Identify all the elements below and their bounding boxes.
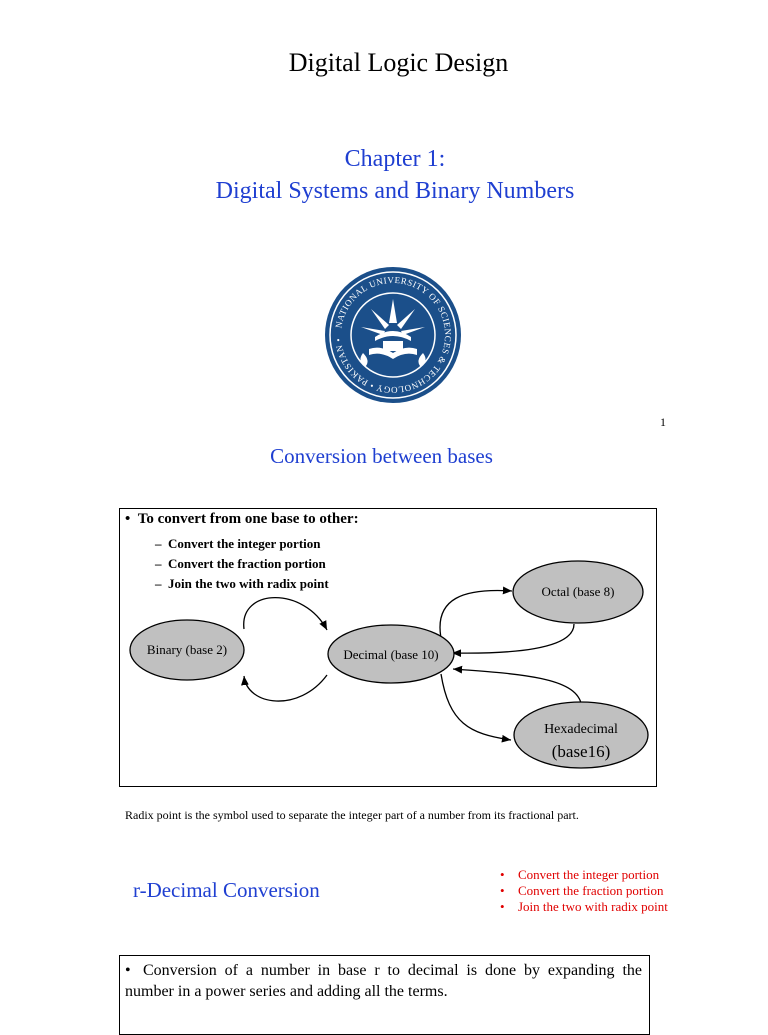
chapter-title: Chapter 1: Digital Systems and Binary Nu… — [0, 143, 768, 207]
sub-item-2: – Convert the fraction portion — [155, 556, 326, 571]
base-conversion-diagram: Binary (base 2) Decimal (base 10) Octal … — [129, 560, 649, 769]
red-step-item: Join the two with radix point — [500, 899, 668, 915]
octal-label: Octal (base 8) — [542, 584, 615, 599]
document-title: Digital Logic Design — [288, 48, 509, 77]
r-decimal-bullet-text: Conversion of a number in base r to deci… — [125, 962, 642, 1000]
chapter-number: Chapter 1: — [344, 146, 446, 172]
arrow-binary-to-decimal — [243, 597, 328, 631]
binary-label: Binary (base 2) — [147, 642, 227, 657]
hexadecimal-node — [513, 701, 649, 769]
conversion-bullet: • To convert from one base to other: — [125, 511, 359, 528]
sub-item-3: – Join the two with radix point — [155, 576, 329, 591]
conversion-heading: Conversion between bases — [270, 444, 493, 468]
binary-node — [129, 619, 245, 681]
sub-item-1: – Convert the integer portion — [155, 536, 321, 551]
red-step-item: Convert the fraction portion — [500, 883, 668, 899]
university-seal-icon: NATIONAL UNIVERSITY OF SCIENCES & TECHNO… — [325, 267, 461, 403]
chapter-name: Digital Systems and Binary Numbers — [215, 178, 575, 204]
conversion-bullet-text: To convert from one base to other: — [137, 511, 359, 527]
sub-item-text: Convert the integer portion — [168, 536, 321, 551]
bullet-icon: • — [125, 962, 131, 979]
arrow-decimal-to-octal — [439, 586, 513, 639]
bullet-icon: • — [125, 511, 131, 527]
sub-item-text: Convert the fraction portion — [168, 556, 326, 571]
page-number: 1 — [660, 415, 666, 429]
arrow-decimal-to-hex — [440, 673, 512, 743]
conversion-diagram-frame — [119, 508, 657, 787]
r-decimal-heading: r-Decimal Conversion — [133, 878, 320, 902]
sub-item-text: Join the two with radix point — [168, 576, 329, 591]
arrow-decimal-to-binary — [241, 674, 328, 702]
r-decimal-bullet: •Conversion of a number in base r to dec… — [125, 960, 642, 1002]
decimal-label: Decimal (base 10) — [343, 647, 438, 662]
red-step-item: Convert the integer portion — [500, 867, 668, 883]
red-steps-list: Convert the integer portion Convert the … — [500, 867, 668, 915]
hexadecimal-label: Hexadecimal — [544, 722, 618, 737]
radix-point-note: Radix point is the symbol used to separa… — [125, 808, 579, 822]
arrow-octal-to-decimal — [451, 623, 575, 658]
octal-node — [512, 560, 644, 624]
arrow-hex-to-decimal — [452, 665, 582, 704]
hexadecimal-base-label: (base16) — [552, 742, 611, 761]
decimal-node — [327, 624, 455, 684]
